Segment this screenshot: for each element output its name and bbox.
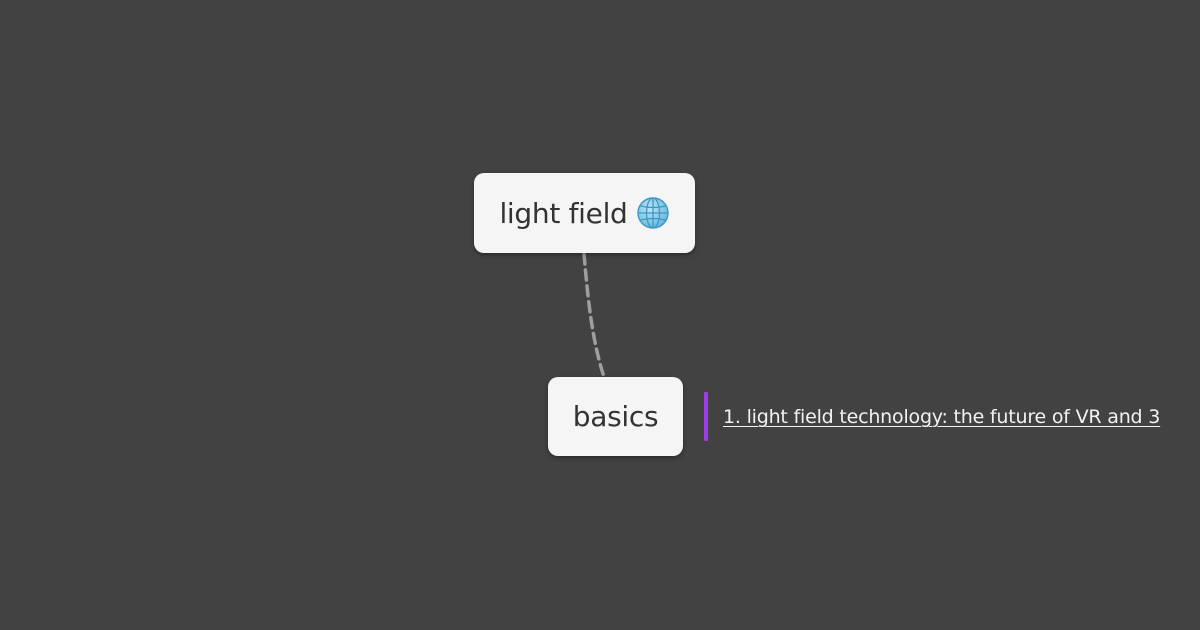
root-node-light-field[interactable]: light field: [474, 173, 695, 253]
note-accent-bar: [704, 392, 708, 441]
child-node-label: basics: [572, 400, 659, 433]
child-node-basics[interactable]: basics: [548, 377, 683, 456]
dashed-connector-line: [582, 252, 606, 379]
note-link[interactable]: 1. light field technology: the future of…: [723, 406, 1161, 428]
globe-icon: [636, 196, 670, 230]
root-node-label: light field: [499, 196, 628, 230]
